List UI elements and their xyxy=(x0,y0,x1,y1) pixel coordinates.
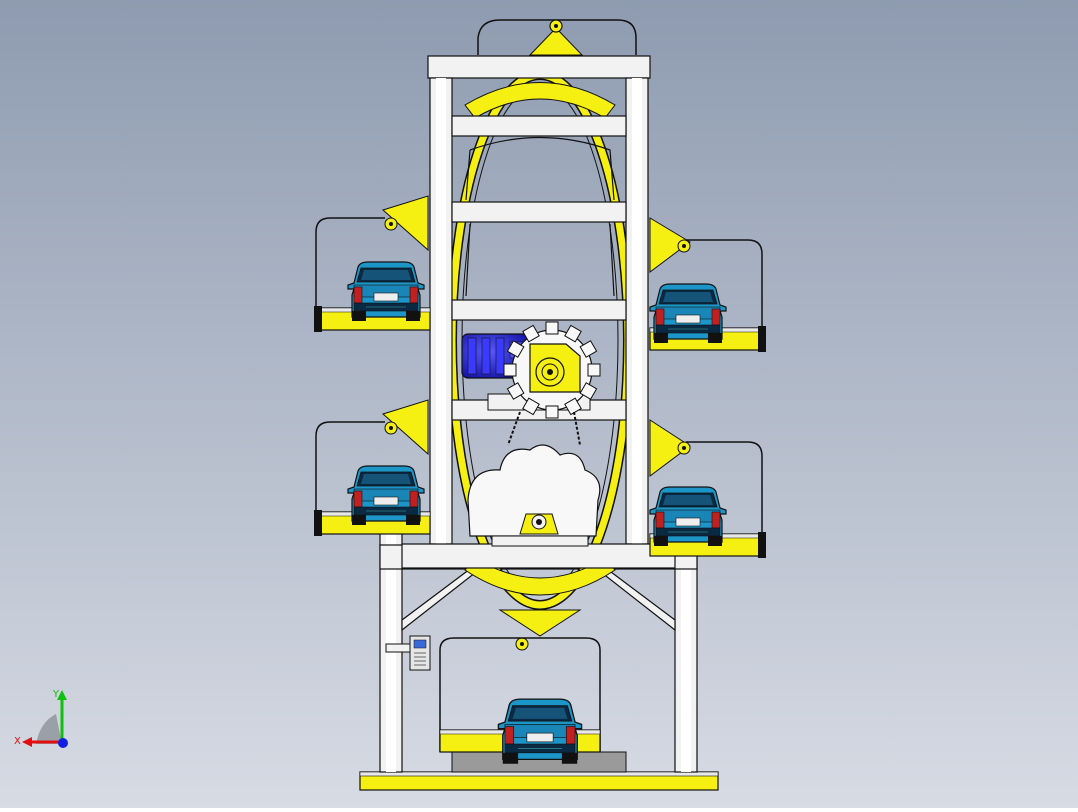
triad-plane xyxy=(36,714,62,744)
car-icon xyxy=(497,698,583,765)
pallet-bottom xyxy=(439,609,601,765)
pallet-upper-left xyxy=(314,195,431,332)
x-axis-arrow xyxy=(22,737,32,747)
car-icon xyxy=(649,283,727,344)
drive-chain xyxy=(507,411,581,446)
pallet-middle-left xyxy=(314,399,431,536)
control-panel-icon xyxy=(385,635,431,671)
car-icon xyxy=(649,486,727,547)
pallet-upper-right xyxy=(649,217,766,352)
y-axis-label: Y xyxy=(52,689,60,700)
ground-base xyxy=(359,751,719,791)
car-icon xyxy=(347,465,425,526)
inner-rails xyxy=(465,136,615,297)
car-icon xyxy=(347,261,425,322)
axis-triad[interactable]: Y X xyxy=(14,689,68,748)
gearbox-icon xyxy=(529,343,581,393)
y-axis-arrow xyxy=(57,690,67,700)
z-axis-dot xyxy=(58,738,68,748)
lower-sprocket-icon xyxy=(467,444,601,547)
top-hanger xyxy=(477,19,637,56)
x-axis-label: X xyxy=(14,736,21,747)
pallet-middle-right xyxy=(649,419,766,558)
